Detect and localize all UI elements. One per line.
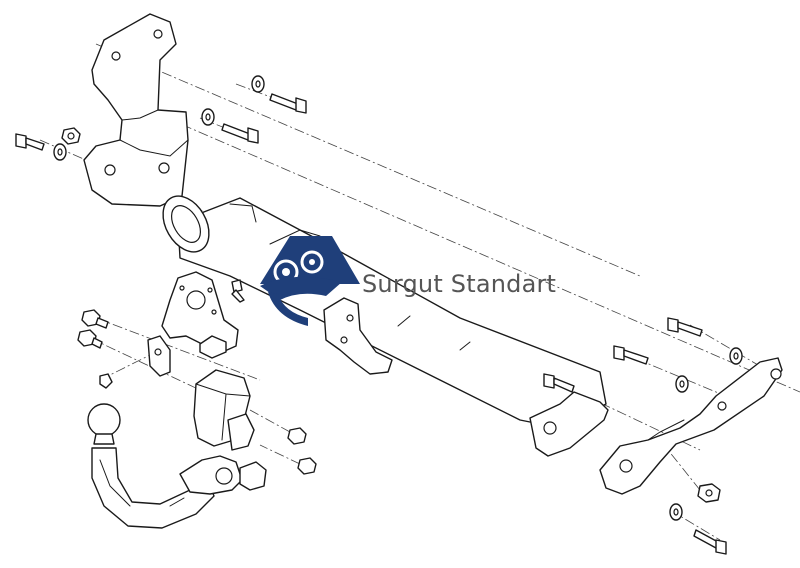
clip	[99, 373, 113, 389]
bolt	[667, 317, 703, 337]
nut	[697, 483, 721, 503]
tow-ball-neck	[87, 403, 215, 529]
watermark: Surgut Standart	[256, 236, 556, 332]
bolt	[221, 123, 259, 144]
right-mounting-bracket	[599, 357, 783, 495]
crossmember-end-plate	[529, 391, 609, 457]
bolt	[81, 309, 109, 329]
watermark-text: Surgut Standart	[362, 270, 557, 298]
washer	[729, 347, 743, 365]
left-mounting-bracket	[83, 13, 189, 207]
bolt	[287, 427, 307, 445]
washer	[201, 108, 215, 126]
logo-icon	[260, 236, 360, 326]
bolt	[15, 133, 45, 151]
bolt	[77, 329, 103, 349]
bolt	[613, 345, 649, 365]
electrical-socket	[193, 369, 255, 451]
socket-bracket	[147, 335, 171, 377]
bolt	[297, 457, 317, 475]
washer	[669, 503, 683, 521]
socket-mounting-plate	[161, 271, 239, 359]
washer	[251, 75, 265, 93]
washer	[53, 143, 67, 161]
bolt	[269, 93, 307, 114]
nut	[61, 127, 81, 145]
crossmember-hanger-bracket	[323, 297, 393, 375]
bolt	[543, 373, 575, 393]
bolt	[693, 529, 727, 555]
neck-lock-housing	[179, 455, 267, 495]
bolt	[231, 279, 245, 303]
washer	[675, 375, 689, 393]
